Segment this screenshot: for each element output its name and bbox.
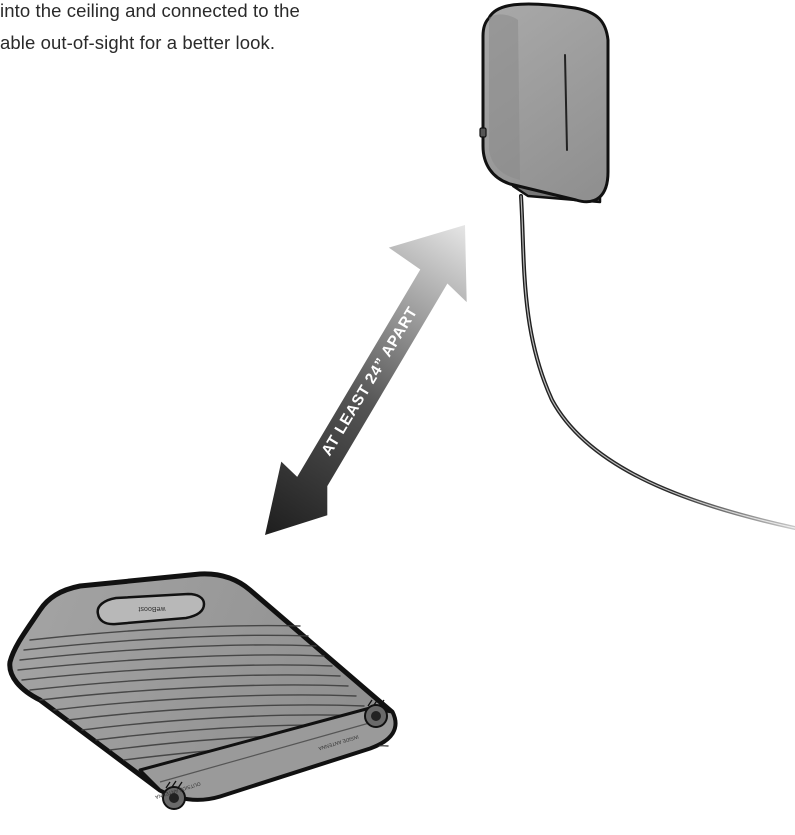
antenna-cable-highlight	[521, 196, 795, 528]
panel-antenna	[480, 4, 608, 202]
booster-logo: weBoost	[139, 605, 167, 612]
antenna-cable	[521, 196, 795, 528]
distance-arrow: AT LEAST 24” APART	[265, 225, 467, 535]
arrow-label: AT LEAST 24” APART	[318, 304, 421, 459]
signal-booster: weBoost OUTSIDE ANTENNA INSIDE ANTENNA	[10, 574, 395, 809]
